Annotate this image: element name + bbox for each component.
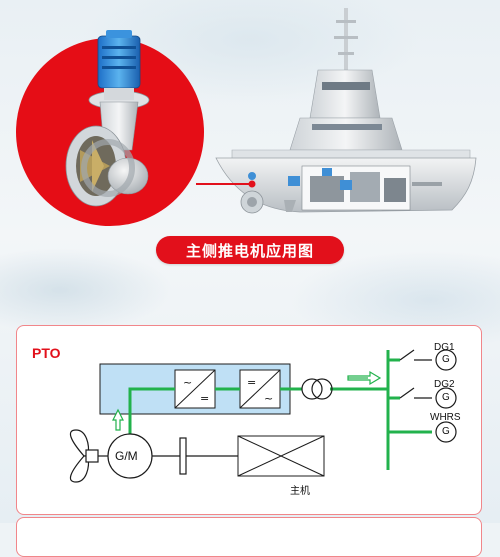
main-engine-label: 主机 [290, 486, 310, 497]
tugboat [215, 8, 477, 214]
inverter-block: = ~ [239, 369, 281, 409]
second-panel [16, 517, 482, 557]
svg-text:=: = [200, 392, 209, 405]
whrs-g-label: G [442, 426, 450, 437]
svg-text:=: = [247, 376, 256, 389]
svg-text:~: ~ [264, 392, 273, 405]
shaft [98, 437, 238, 475]
gm-label: G/M [115, 449, 138, 463]
up-arrow-icon [112, 408, 124, 431]
dg2-generator-icon [435, 387, 457, 409]
pto-diagram: ~ = = ~ [69, 349, 457, 483]
transformer-icon [301, 378, 333, 400]
diagram-title: PTO [32, 345, 61, 361]
breaker-switches [399, 349, 432, 399]
propeller-icon [69, 429, 99, 483]
caption-badge: 主侧推电机应用图 [156, 236, 344, 264]
whrs-generator-icon [435, 421, 457, 443]
whrs-label: WHRS [430, 412, 461, 423]
dg2-g-label: G [442, 392, 450, 403]
svg-text:~: ~ [183, 376, 192, 389]
rectifier-block: ~ = [174, 369, 216, 409]
dg1-g-label: G [442, 354, 450, 365]
power-wiring [128, 350, 432, 470]
dg1-label: DG1 [434, 342, 455, 353]
dg2-label: DG2 [434, 379, 455, 390]
power-flow-arrow-icon [347, 370, 382, 386]
generator-icons [435, 349, 457, 443]
dg1-generator-icon [435, 349, 457, 371]
illustration [16, 8, 477, 226]
thruster-callout [16, 30, 204, 226]
gm-machine-icon [107, 433, 153, 479]
main-engine-box [237, 435, 325, 477]
